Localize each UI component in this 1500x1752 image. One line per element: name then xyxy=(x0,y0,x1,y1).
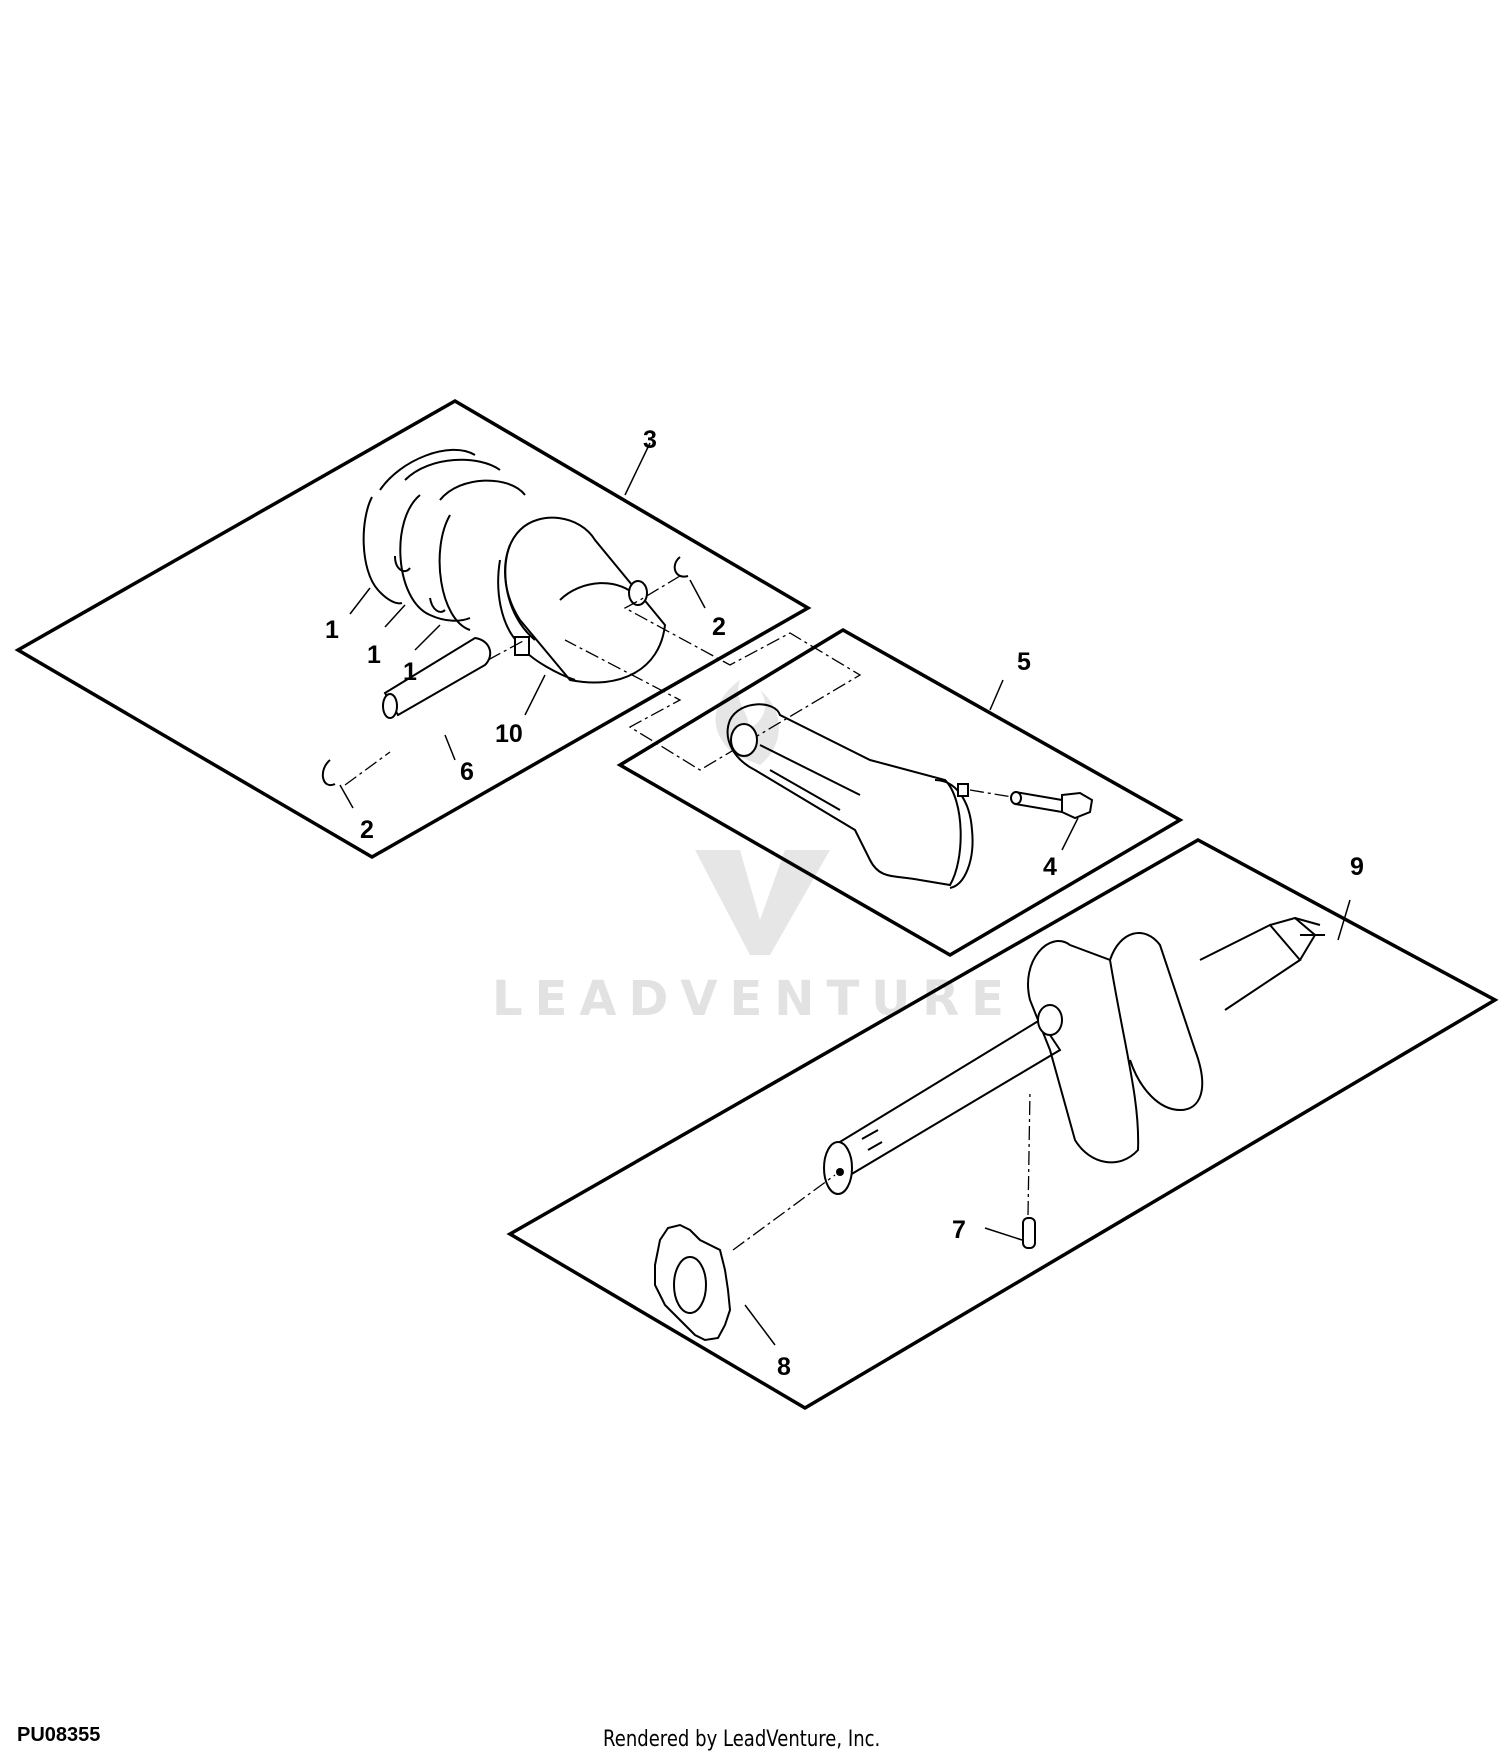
piston-pin-icon xyxy=(382,636,492,719)
render-credit: Rendered by LeadVenture, Inc. xyxy=(603,1727,881,1752)
connecting-rod-group[interactable]: 5 4 xyxy=(616,627,1184,958)
snap-ring-icon xyxy=(321,556,689,787)
callout-7[interactable]: 7 xyxy=(952,1216,966,1244)
callout-5[interactable]: 5 xyxy=(1017,648,1031,676)
callout-1-b[interactable]: 1 xyxy=(367,641,381,669)
callout-2-right[interactable]: 2 xyxy=(712,613,726,641)
piston-icon xyxy=(497,516,667,684)
piston-assembly-frame xyxy=(14,398,812,860)
crankshaft-group[interactable]: 9 7 8 xyxy=(506,837,1499,1411)
piston-ring-icon xyxy=(362,449,526,631)
callout-10[interactable]: 10 xyxy=(495,720,523,748)
piston-assembly-group[interactable]: 3 1 1 1 2 2 6 10 xyxy=(14,398,862,860)
callout-1-a[interactable]: 1 xyxy=(325,616,339,644)
figure-id: PU08355 xyxy=(17,1724,101,1746)
rod-bolt-icon xyxy=(1010,791,1094,820)
crankshaft-frame xyxy=(506,837,1499,1411)
dowel-pin-icon xyxy=(1022,1217,1036,1249)
connecting-rod-frame xyxy=(616,627,1184,958)
callout-1-c[interactable]: 1 xyxy=(403,658,417,686)
callout-4[interactable]: 4 xyxy=(1043,853,1057,881)
callout-2-left[interactable]: 2 xyxy=(360,816,374,844)
connecting-rod-icon xyxy=(726,703,974,889)
callout-6[interactable]: 6 xyxy=(460,758,474,786)
crankshaft-icon xyxy=(823,916,1325,1195)
callout-9[interactable]: 9 xyxy=(1350,853,1364,881)
callout-8[interactable]: 8 xyxy=(777,1353,791,1381)
watermark-text: LEADVENTURE xyxy=(492,971,1016,1027)
crank-gear-icon xyxy=(654,1223,732,1342)
callout-3[interactable]: 3 xyxy=(643,426,657,454)
